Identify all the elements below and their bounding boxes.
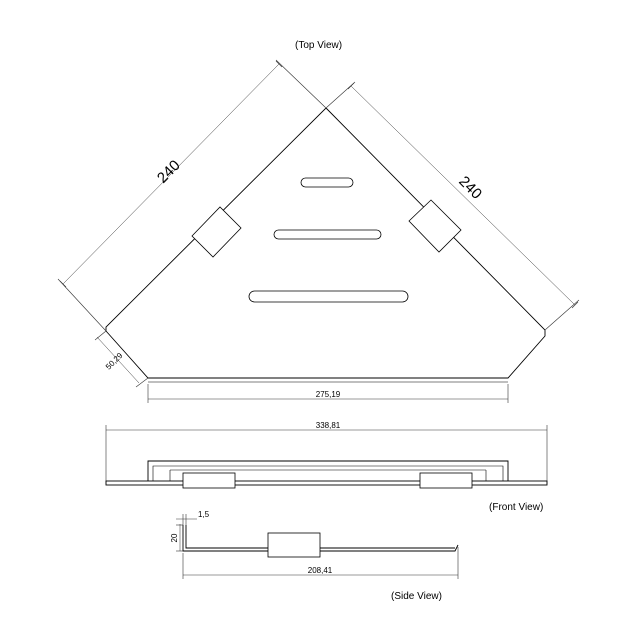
drain-slot-middle <box>273 229 382 240</box>
front-view: 338,81 <box>105 421 548 489</box>
top-view: 240 240 50,29 275,19 <box>57 59 580 403</box>
dim-label-front-edge: 275,19 <box>316 390 341 399</box>
dim-label-height: 20 <box>170 533 179 542</box>
top-view-label: (Top View) <box>295 40 342 51</box>
dim-line-edge-left <box>62 63 280 285</box>
dim-label-edge-right: 240 <box>455 173 485 203</box>
shelf-profile-side <box>182 525 459 552</box>
shelf-base-front <box>105 480 548 486</box>
wall-bracket-right <box>408 199 462 253</box>
dim-tick-right-b <box>571 301 579 309</box>
dim-line-edge-right <box>350 85 576 306</box>
dim-label-overall-width: 338,81 <box>316 421 341 430</box>
dim-ext-right-b <box>544 299 580 331</box>
dim-ext-left-b <box>275 59 327 109</box>
dim-tick-left-b <box>275 60 283 68</box>
dim-label-depth: 208,41 <box>308 566 333 575</box>
wall-bracket-side <box>267 532 321 558</box>
shelf-rim-front <box>147 460 509 481</box>
dim-ext-left-a <box>57 278 107 332</box>
front-view-label: (Front View) <box>489 502 543 513</box>
shelf-outline-top <box>105 107 546 379</box>
side-view: 1,5 20 208,41 <box>170 510 459 579</box>
dim-ext-short-b <box>135 377 149 388</box>
wall-bracket-left <box>191 206 242 258</box>
wall-bracket-front-right <box>419 472 473 489</box>
dim-line-short-side <box>96 336 140 384</box>
dim-tick-left-a <box>59 280 67 288</box>
dim-label-thickness: 1,5 <box>198 510 210 519</box>
shelf-rim-inner-front <box>152 465 504 481</box>
drain-slot-top <box>300 177 354 188</box>
wall-bracket-front-left <box>182 472 236 489</box>
dim-ext-short-a <box>94 330 107 341</box>
side-view-label: (Side View) <box>391 591 442 602</box>
dim-label-short-side: 50,29 <box>104 351 125 372</box>
drain-slot-bottom <box>248 290 409 303</box>
dim-tick-right-a <box>347 82 355 90</box>
dim-ext-right-a <box>325 81 356 109</box>
dim-label-edge-left: 240 <box>154 157 184 187</box>
